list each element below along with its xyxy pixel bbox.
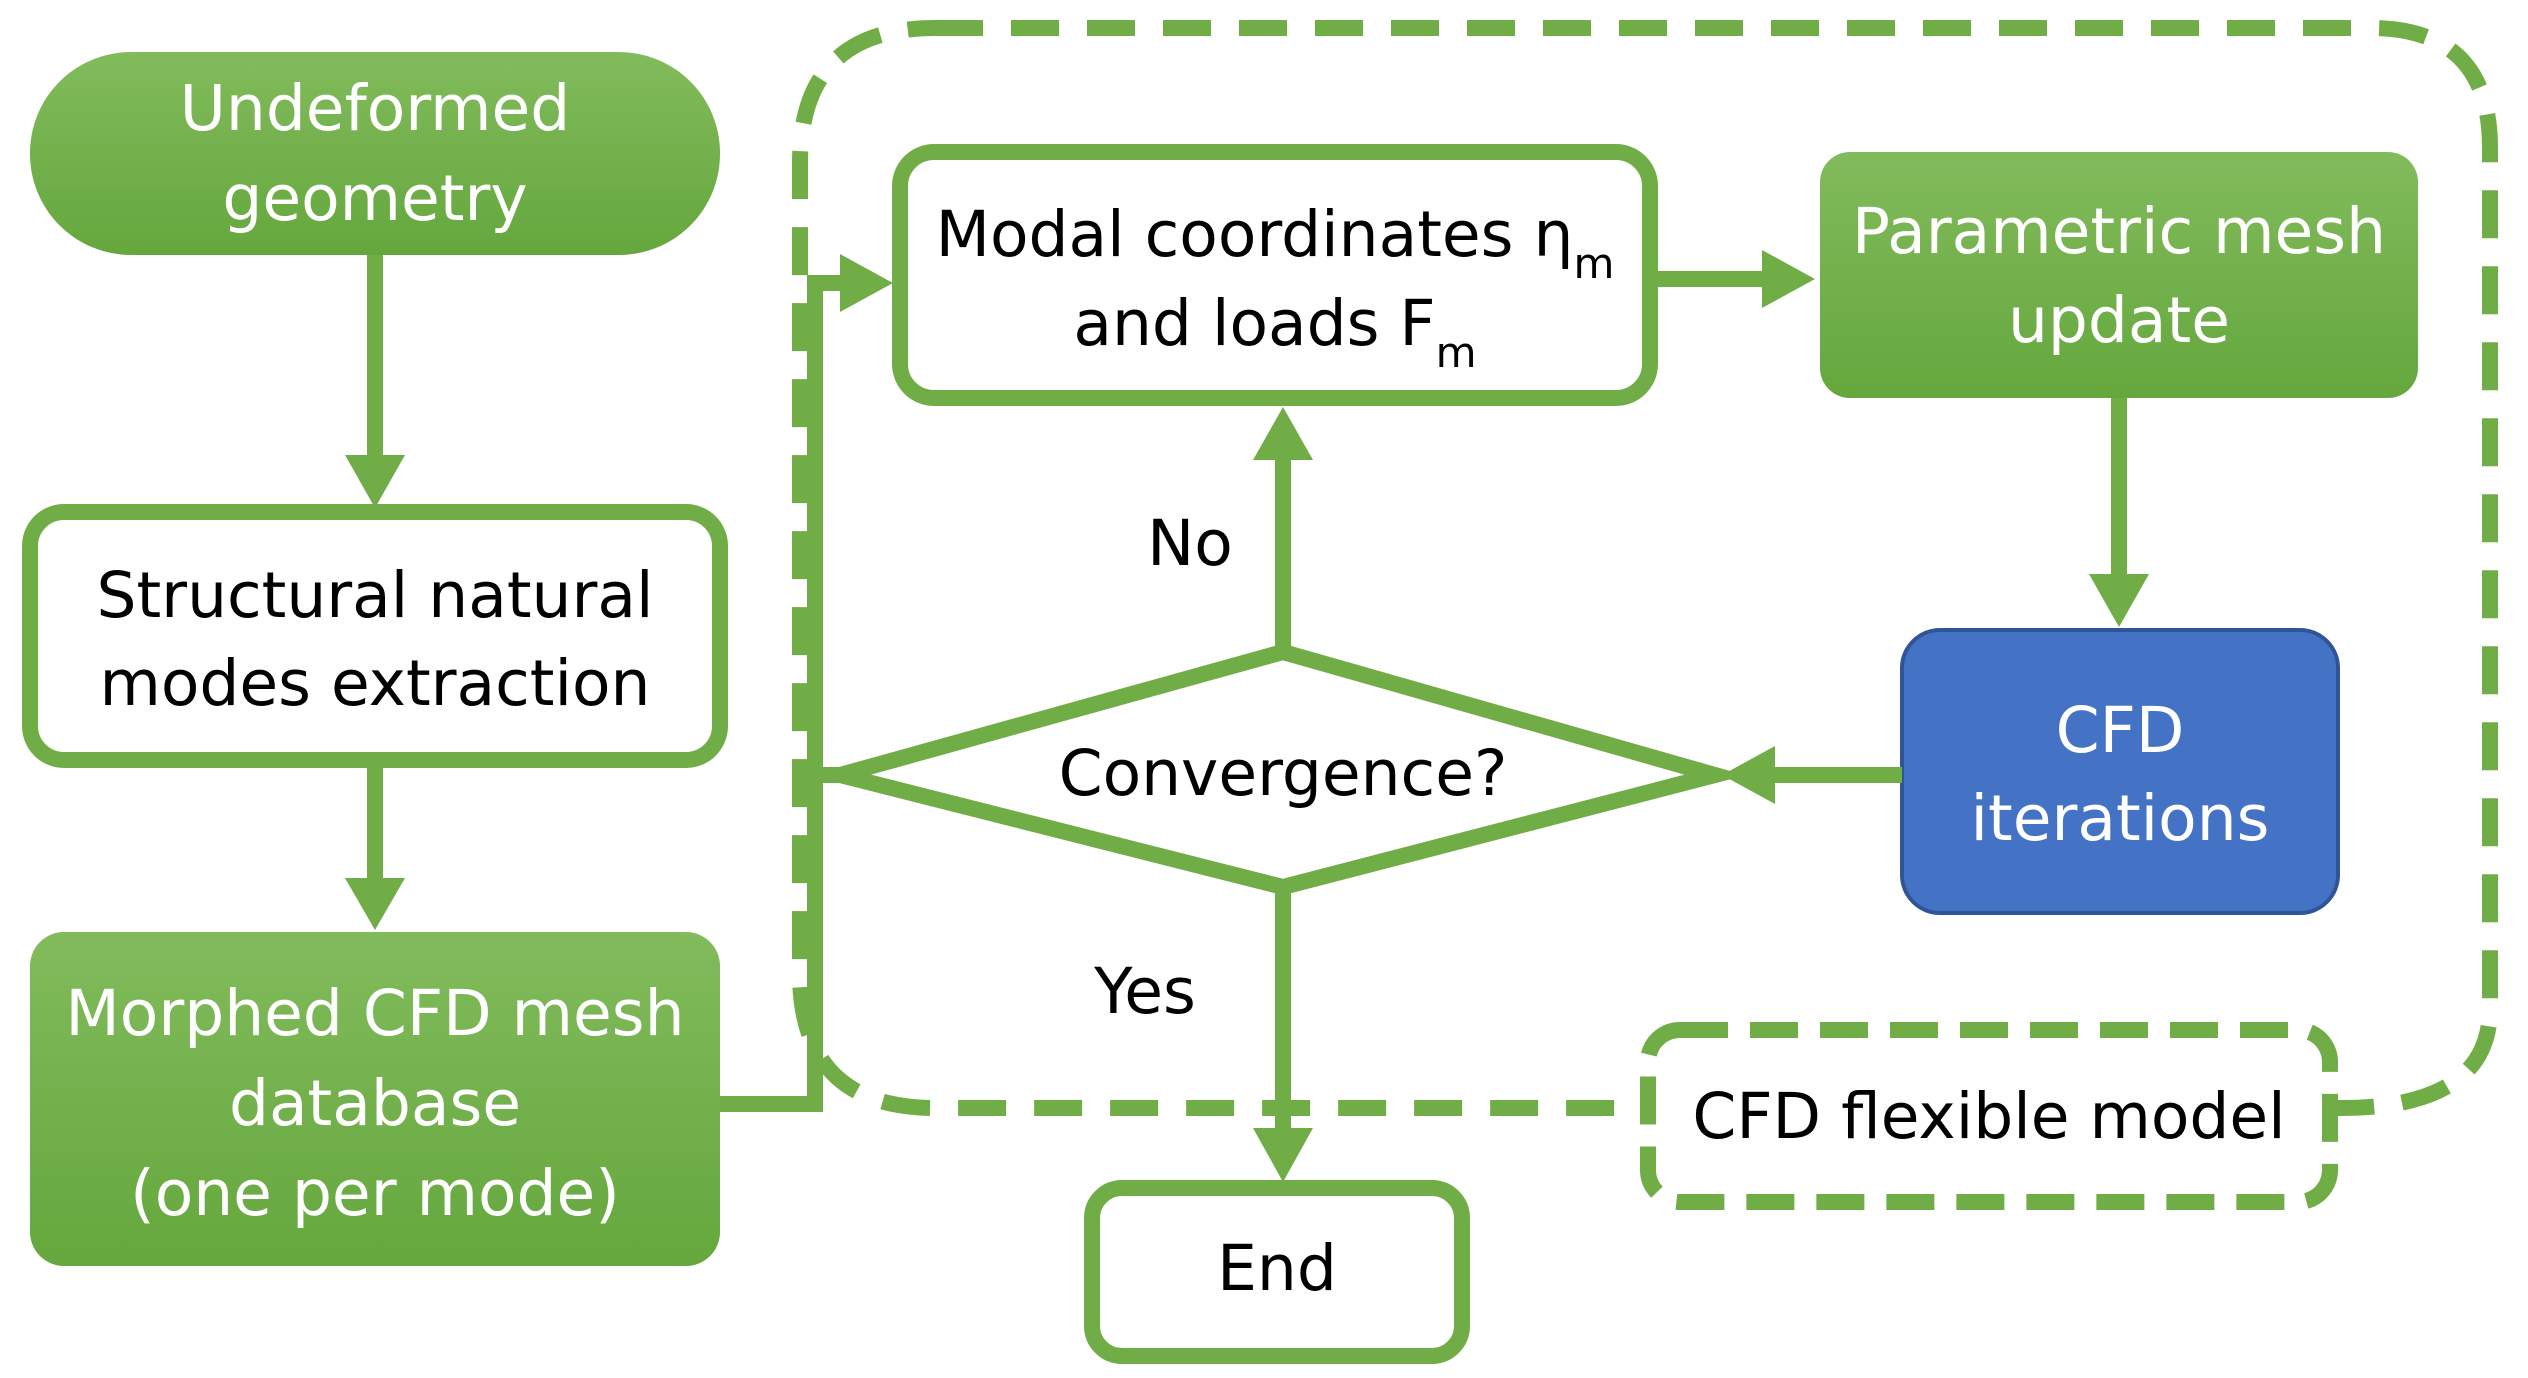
morphed-line3: (one per mode) — [130, 1157, 620, 1230]
morphed-line2: database — [229, 1067, 521, 1140]
arrow-convergence-yes — [1253, 887, 1313, 1182]
cfd-iterations-line1: CFD — [2056, 694, 2185, 767]
yes-label: Yes — [1093, 955, 1196, 1028]
convergence-label: Convergence? — [1059, 737, 1508, 810]
convergence-decision-node: Convergence? — [808, 643, 1746, 896]
flexible-model-label: CFD flexible model — [1692, 1080, 2285, 1153]
eta-symbol: η — [1534, 198, 1574, 271]
parametric-line1: Parametric mesh — [1852, 195, 2386, 268]
morphed-mesh-database-node: Morphed CFD mesh database (one per mode) — [30, 932, 720, 1266]
modal-line2: and loads Fm — [1073, 287, 1476, 377]
parametric-mesh-update-node: Parametric mesh update — [1820, 152, 2418, 398]
structural-line1: Structural natural — [96, 559, 653, 632]
modal-coordinates-node: Modal coordinates ηm and loads Fm — [892, 144, 1658, 406]
arrow-convergence-no — [1253, 407, 1313, 652]
cfd-iterations-node: CFD iterations — [1900, 628, 2340, 915]
undeformed-line2: geometry — [222, 162, 527, 235]
cfd-iterations-line2: iterations — [1971, 782, 2270, 855]
undeformed-line1: Undeformed — [180, 72, 570, 145]
flexible-model-label-box: CFD flexible model — [1640, 1022, 2338, 1210]
undeformed-geometry-node: Undeformed geometry — [30, 52, 720, 255]
flexible-model-region — [792, 20, 2498, 1116]
arrow-modal-to-parametric — [1658, 250, 1815, 308]
no-label: No — [1147, 507, 1233, 580]
arrow-cfd-to-convergence — [1722, 746, 1902, 804]
arrow-parametric-to-cfd — [2089, 398, 2149, 627]
parametric-line2: update — [2008, 284, 2230, 357]
arrow-undeformed-to-structural — [345, 255, 405, 508]
modal-line1: Modal coordinates ηm — [936, 198, 1615, 288]
structural-line2: modes extraction — [100, 647, 651, 720]
arrow-morphed-to-modal — [720, 254, 893, 1112]
morphed-line1: Morphed CFD mesh — [65, 977, 684, 1050]
structural-modes-node: Structural natural modes extraction — [22, 504, 728, 768]
end-node: End — [1084, 1180, 1470, 1364]
end-label: End — [1217, 1232, 1337, 1305]
arrow-structural-to-morphed — [345, 762, 405, 930]
